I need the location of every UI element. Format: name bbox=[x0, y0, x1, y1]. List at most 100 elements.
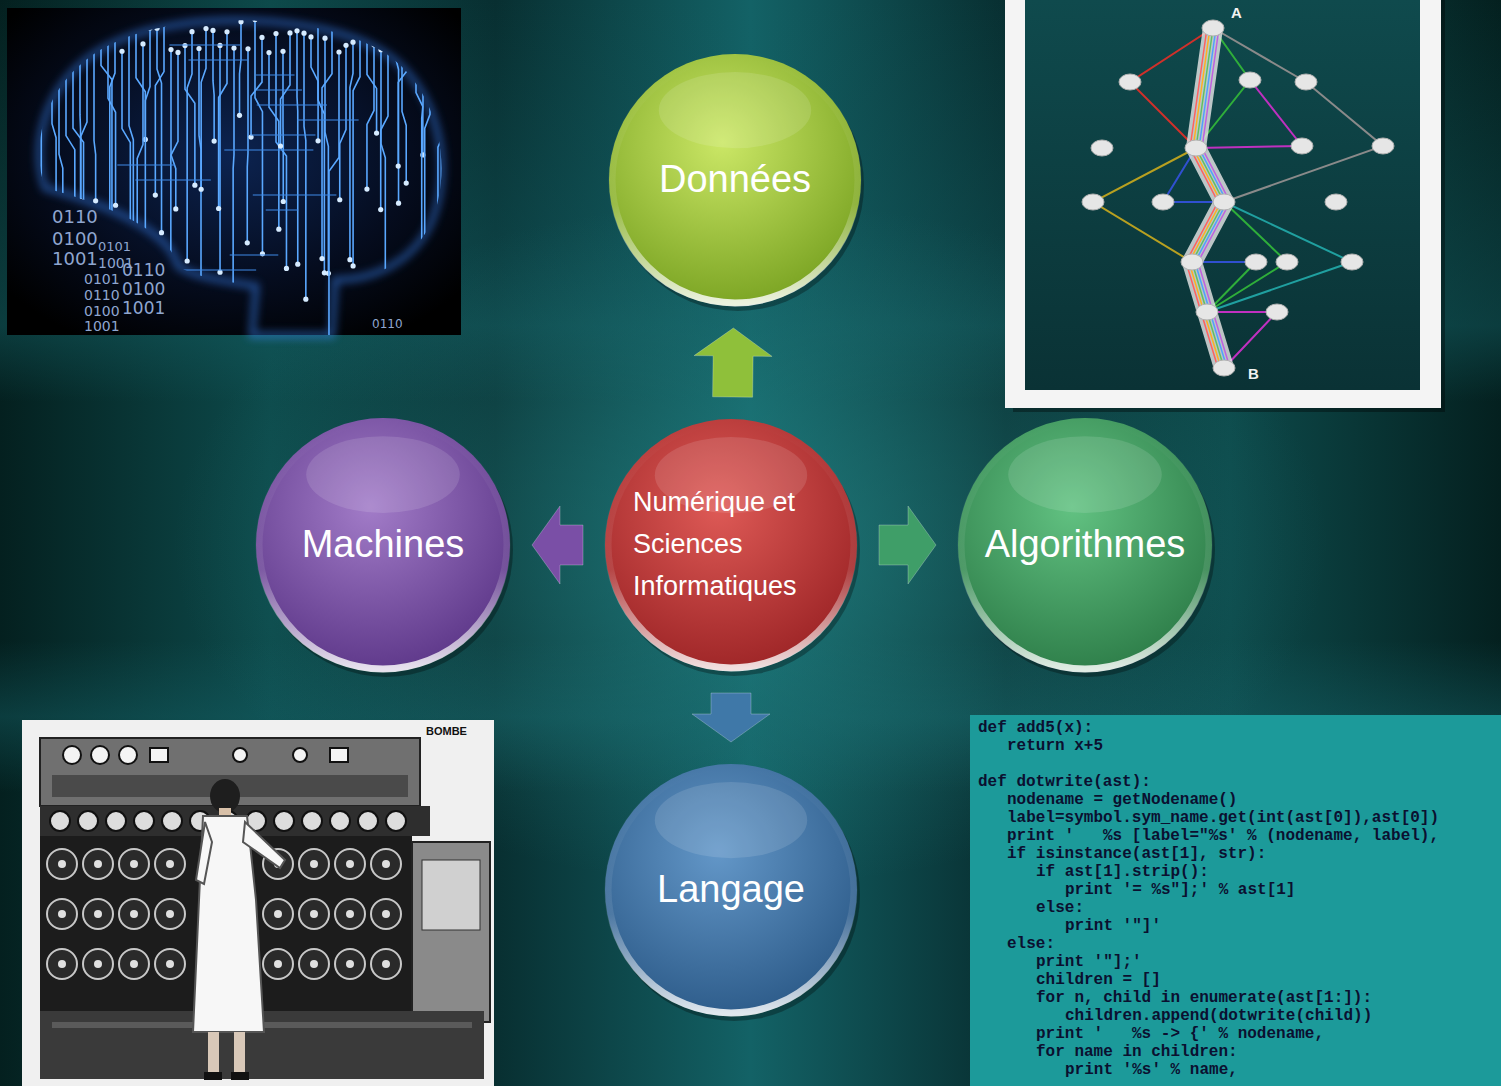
circuit-brain-picture-part-part bbox=[329, 20, 334, 25]
binary-digits: 0100 bbox=[122, 281, 165, 298]
bombe-photo-part-part bbox=[119, 849, 149, 879]
bombe-photo-part-part bbox=[382, 910, 390, 918]
bombe-photo-part bbox=[196, 822, 212, 884]
circuit-brain-picture-part-part bbox=[113, 203, 118, 208]
circuit-brain-picture-part-part bbox=[398, 18, 409, 166]
graph-path-picture-part-part bbox=[1276, 254, 1298, 270]
circuit-brain-picture-part-part bbox=[216, 206, 221, 211]
bombe-photo-part-part bbox=[91, 746, 109, 764]
circuit-brain-picture-part-part bbox=[322, 36, 327, 41]
graph-path-picture-part bbox=[1082, 20, 1394, 376]
circuit-brain-picture-part-part bbox=[39, 246, 44, 251]
circuit-brain-picture-part-part bbox=[413, 19, 418, 24]
circuit-brain-picture-part-part bbox=[31, 24, 38, 178]
circuit-brain-picture-part-part bbox=[173, 206, 178, 211]
circle-shape-part bbox=[659, 72, 811, 148]
bombe-photo-part-part bbox=[162, 811, 182, 831]
circle-label: Données bbox=[620, 157, 850, 203]
circuit-brain-picture-part-part bbox=[315, 19, 320, 24]
circuit-brain-picture-part-part bbox=[240, 22, 241, 116]
block-arrow bbox=[879, 506, 936, 584]
circuit-brain-picture-part-part bbox=[297, 119, 358, 120]
circuit-brain-picture-part-part bbox=[266, 50, 271, 55]
circuit-brain-picture-part-part bbox=[350, 40, 355, 45]
graph-path-picture-part-part bbox=[1091, 140, 1113, 156]
bombe-photo-part bbox=[208, 1032, 219, 1074]
circuit-brain-picture-part-part bbox=[276, 34, 286, 269]
circuit-brain-picture-part-part bbox=[304, 33, 306, 299]
bombe-photo-part-part bbox=[58, 910, 66, 918]
circuit-brain-picture-part-part bbox=[329, 52, 339, 345]
circle-text-box: Machines bbox=[268, 522, 498, 568]
graph-vertex-label: A bbox=[1231, 5, 1242, 20]
circuit-brain-picture-part bbox=[7, 8, 461, 335]
circuit-brain-picture-part-part bbox=[232, 48, 234, 290]
binary-digits: 0110 bbox=[122, 262, 165, 279]
topic-circle: Algorithmes bbox=[957, 417, 1213, 673]
circuit-brain-picture-part-part bbox=[253, 194, 337, 195]
bombe-photo-part-part bbox=[83, 949, 113, 979]
circuit-brain-picture-part-part bbox=[278, 143, 283, 148]
circuit-brain-picture-part-part bbox=[210, 28, 215, 33]
circuit-brain-picture-part-part bbox=[282, 51, 284, 201]
circuit-brain-picture-part-part bbox=[107, 235, 112, 240]
circuit-brain-picture-part-part bbox=[343, 43, 348, 48]
circuit-brain-picture-part-part bbox=[439, 316, 444, 321]
circuit-brain-picture-part-part bbox=[276, 227, 281, 232]
graph-path-picture-part-part bbox=[1213, 194, 1235, 210]
code-line: print ' %s [label="%s' % (nodename, labe… bbox=[1007, 828, 1439, 844]
circuit-brain-picture-part-part bbox=[84, 23, 89, 28]
circuit-brain-picture-part-part bbox=[145, 28, 150, 250]
circuit-brain-picture-part-part bbox=[49, 50, 54, 55]
graph-vertex-label: B bbox=[1248, 366, 1259, 381]
circuit-brain-picture-part-part bbox=[98, 32, 103, 37]
circuit-brain-picture-part-part bbox=[422, 262, 427, 267]
circuit-brain-picture-part-part bbox=[284, 266, 289, 271]
bombe-photo-part bbox=[412, 842, 490, 1022]
bombe-photo-part-part bbox=[382, 860, 390, 868]
circuit-brain-picture-part-part bbox=[77, 40, 82, 45]
bombe-photo-part-part bbox=[134, 811, 154, 831]
bombe-photo-part-part bbox=[386, 811, 406, 831]
code-line: if ast[1].strip(): bbox=[1036, 864, 1209, 880]
circuit-brain-picture-part-part bbox=[119, 49, 124, 54]
circuit-brain-picture-part-part bbox=[435, 269, 440, 274]
bombe-photo-part-part bbox=[47, 899, 77, 929]
circuit-brain-picture-part-part bbox=[427, 50, 432, 55]
bombe-photo-part-part bbox=[150, 748, 168, 762]
graph-path-picture-part-part bbox=[1341, 254, 1363, 270]
circuit-brain-picture bbox=[7, 8, 461, 347]
circuit-brain-picture-part-part bbox=[250, 134, 315, 135]
circle-shape-part bbox=[1008, 436, 1162, 513]
bombe-photo-part-part bbox=[155, 949, 185, 979]
circuit-brain-picture-part-part bbox=[295, 262, 300, 267]
bombe-photo-part bbox=[234, 1032, 245, 1074]
block-arrow bbox=[694, 328, 772, 397]
graph-path-picture-part-part bbox=[1213, 360, 1235, 376]
topic-circle: Langage bbox=[604, 763, 858, 1017]
code-line: children.append(dotwrite(child)) bbox=[1065, 1008, 1372, 1024]
circuit-brain-picture-part-part bbox=[315, 138, 320, 143]
circuit-brain-picture-part-part bbox=[219, 32, 227, 209]
circuit-brain-picture-part-part bbox=[280, 49, 285, 54]
bombe-photo-part-part bbox=[274, 910, 282, 918]
circuit-brain-picture-part-part bbox=[219, 45, 221, 272]
bombe-photo-part-part bbox=[299, 899, 329, 929]
graph-path-picture-part-part bbox=[1325, 194, 1347, 210]
machine-nameplate: BOMBE bbox=[426, 726, 467, 737]
circle-shape-part bbox=[608, 767, 854, 1013]
circuit-brain-picture-part-part bbox=[353, 32, 360, 266]
code-line: nodename = getNodename() bbox=[1007, 792, 1237, 808]
circuit-brain-picture-part-part bbox=[425, 53, 430, 265]
graph-path-picture-part-part bbox=[1119, 74, 1141, 90]
graph-path-picture bbox=[1005, 0, 1445, 412]
code-line: label=symbol.sym_name.get(int(ast[0]),as… bbox=[1007, 810, 1439, 826]
circuit-brain-picture-part bbox=[29, 16, 454, 348]
code-panel bbox=[970, 715, 1501, 1086]
code-line: print '%s' % name, bbox=[1065, 1062, 1238, 1078]
code-line: def add5(x): bbox=[978, 720, 1093, 736]
circuit-brain-picture-part-part bbox=[105, 30, 110, 35]
binary-digits: 0110 bbox=[84, 288, 120, 302]
bombe-photo-part-part bbox=[346, 860, 354, 868]
circuit-brain-picture-part-part bbox=[266, 209, 299, 210]
